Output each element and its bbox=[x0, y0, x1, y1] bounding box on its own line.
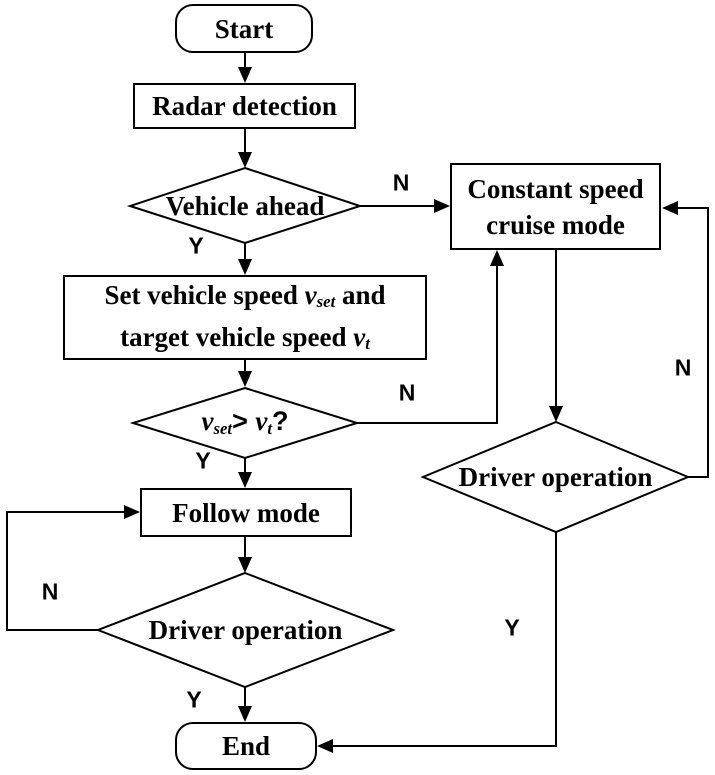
edge-label-vehicle-ahead-yes: Y bbox=[188, 232, 204, 259]
diamond-vehicle-ahead bbox=[126, 166, 364, 245]
diamond-driver-left bbox=[95, 571, 396, 689]
edge-label-vehicle-ahead-no: N bbox=[392, 169, 410, 196]
node-set-speed: Set vehicle speed vset and target vehicl… bbox=[63, 275, 427, 360]
edge-label-driver-left-yes: Y bbox=[186, 686, 202, 713]
edge-label-driver-right-no: N bbox=[674, 354, 692, 381]
node-set-speed-line2: target vehicle speed vt bbox=[120, 321, 370, 354]
edge-driver-right-no-loop bbox=[662, 201, 709, 478]
node-constant-cruise-line2: cruise mode bbox=[486, 209, 625, 240]
edge-label-driver-right-yes: Y bbox=[504, 614, 520, 641]
diamond-driver-right bbox=[420, 420, 691, 534]
edge-driver-left-no-loop bbox=[6, 505, 140, 631]
node-end: End bbox=[175, 722, 317, 770]
node-start-label: Start bbox=[214, 13, 274, 44]
edge-driver-right-yes-to-end bbox=[317, 532, 557, 753]
node-radar-detection: Radar detection bbox=[133, 83, 356, 129]
edge-label-condition-no: N bbox=[398, 379, 416, 406]
node-radar-label: Radar detection bbox=[152, 91, 337, 121]
node-end-label: End bbox=[221, 731, 271, 761]
node-follow-label: Follow mode bbox=[172, 497, 320, 528]
edge-condition-no-to-cruise bbox=[357, 250, 504, 424]
node-start: Start bbox=[175, 4, 313, 53]
node-follow-mode: Follow mode bbox=[140, 488, 352, 537]
diamond-condition bbox=[129, 386, 361, 460]
node-constant-cruise-line1: Constant speed bbox=[467, 173, 644, 204]
edge-label-condition-yes: Y bbox=[195, 447, 211, 474]
edge-label-follow-loop-no: N bbox=[41, 578, 59, 605]
node-constant-cruise: Constant speed cruise mode bbox=[450, 163, 661, 250]
node-set-speed-line1: Set vehicle speed vset and bbox=[104, 279, 386, 312]
